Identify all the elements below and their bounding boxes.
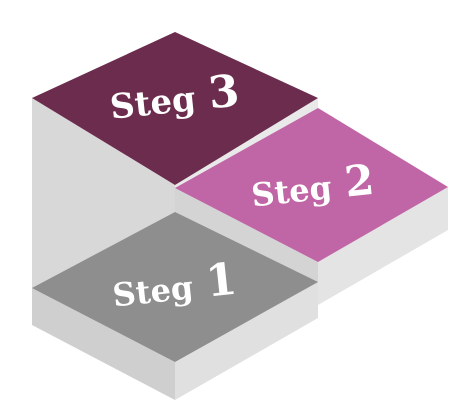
- step-1-word: Steg: [111, 268, 195, 314]
- step-3-number: 3: [206, 65, 242, 119]
- step-2-number: 2: [342, 155, 376, 207]
- step-2-top-face: [175, 108, 448, 262]
- step-2-word: Steg: [249, 168, 333, 214]
- block-2-right-face: [318, 187, 448, 305]
- step-3-top-face: [32, 32, 318, 185]
- step-3-word: Steg: [108, 79, 197, 128]
- block-1-front-face: [32, 288, 175, 400]
- step-1-label: Steg 1: [110, 254, 239, 318]
- step-3-label: Steg 3: [107, 65, 241, 129]
- step-1-top-face: [32, 212, 318, 362]
- step-2-label: Steg 2: [249, 155, 377, 217]
- step-1-number: 1: [203, 254, 239, 308]
- block-1-right-face: [175, 282, 318, 400]
